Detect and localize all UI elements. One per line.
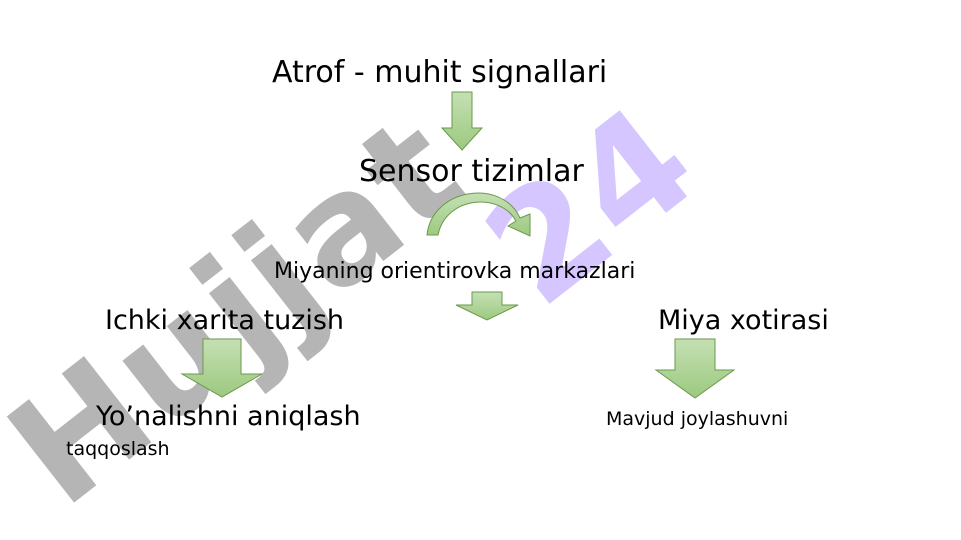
existing-location-label: Mavjud joylashuvni [606, 408, 789, 430]
down-arrow-1 [440, 91, 484, 151]
down-arrow-center [455, 291, 519, 321]
down-arrow-left [180, 338, 264, 398]
internal-map-label: Ichki xarita tuzish [105, 305, 345, 336]
sensor-systems-label: Sensor tizimlar [359, 154, 584, 189]
orientation-centers-label: Miyaning orientirovka markazlari [274, 259, 636, 284]
down-arrow-right [654, 338, 736, 399]
environment-signals-label: Atrof - muhit signallari [272, 55, 608, 90]
comparison-label: taqqoslash [66, 438, 170, 460]
brain-memory-label: Miya xotirasi [658, 305, 829, 336]
direction-finding-label: Yo’nalishni aniqlash [96, 401, 361, 432]
curved-arrow [426, 192, 531, 237]
